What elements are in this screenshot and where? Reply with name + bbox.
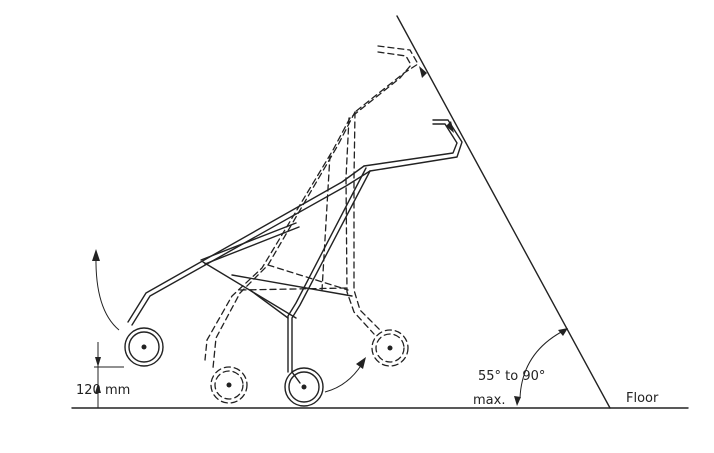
stroller-upright-dashed [204,45,419,404]
lift-arrow-back-wheel [95,255,120,331]
roll-arrowhead [356,357,366,369]
max-label: max. [473,393,505,408]
dimension-arrow-bottom [95,383,101,393]
lift-arrowhead [92,249,100,261]
angle-arrowhead-bottom [514,396,521,406]
angle-arrowhead-top [558,328,568,336]
dimension-arrow-top [95,357,101,367]
angle-arc [519,329,566,399]
incline-arrow-down [446,121,454,133]
incline-line [396,15,611,409]
roll-arrow-front-wheel [324,363,363,393]
incline-arrow-up [419,66,427,78]
stroller-tilted-solid [124,119,463,407]
height-label: 120 mm [76,383,130,398]
angle-label: 55° to 90° [478,369,545,384]
floor-label: Floor [626,391,659,406]
